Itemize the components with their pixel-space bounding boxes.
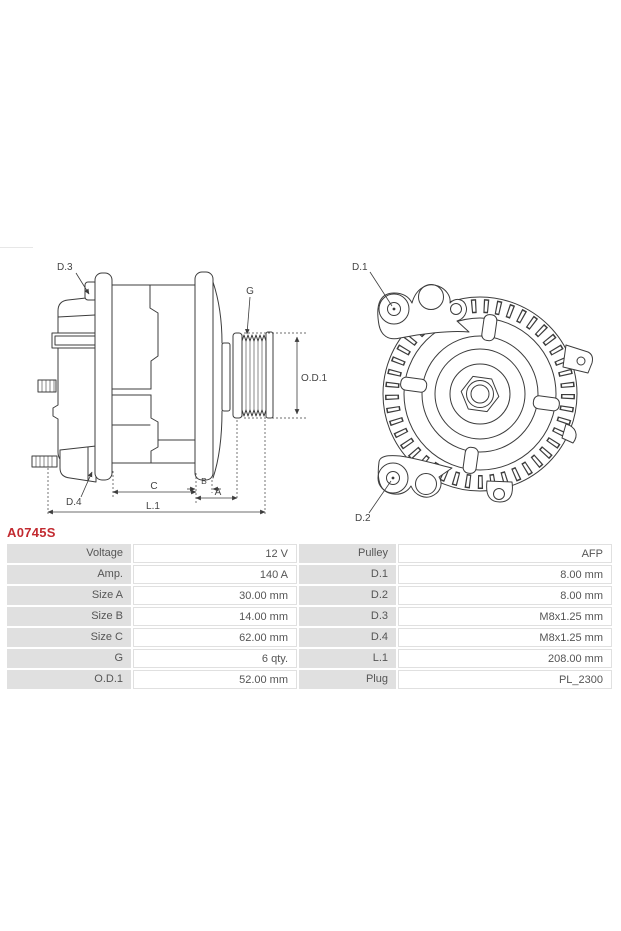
main-body <box>94 271 214 481</box>
pulley <box>232 331 274 419</box>
alternator-front-view: D.1 D.2 <box>352 262 593 524</box>
dim-label-d3: D.3 <box>57 262 73 273</box>
spec-value: 62.00 mm <box>133 628 297 647</box>
spec-row: Amp. 140 A D.1 8.00 mm <box>7 565 612 584</box>
spec-label: O.D.1 <box>7 670 131 689</box>
lower-plug <box>59 445 97 483</box>
spec-value: 140 A <box>133 565 297 584</box>
product-code[interactable]: A0745S <box>7 525 56 540</box>
fan-spokes <box>400 314 560 474</box>
vent-slot-ring <box>385 299 575 489</box>
dim-label-od1: O.D.1 <box>301 373 328 384</box>
dim-label-d1: D.1 <box>352 262 368 273</box>
spec-label: D.4 <box>299 628 396 647</box>
spec-label: Voltage <box>7 544 131 563</box>
spec-value: M8x1.25 mm <box>398 628 612 647</box>
dim-label-a: A <box>215 487 222 498</box>
shaft-nut <box>460 375 500 413</box>
spec-row: Size C 62.00 mm D.4 M8x1.25 mm <box>7 628 612 647</box>
dimension-lines <box>47 272 300 515</box>
spec-value: 12 V <box>133 544 297 563</box>
spec-label: Size A <box>7 586 131 605</box>
dim-label-d2: D.2 <box>355 513 371 524</box>
dim-label-g: G <box>246 286 254 297</box>
spec-row: Size B 14.00 mm D.3 M8x1.25 mm <box>7 607 612 626</box>
front-cone <box>212 281 231 479</box>
side-tab-right <box>562 344 593 374</box>
wire-stub <box>31 455 58 468</box>
spec-label: D.3 <box>299 607 396 626</box>
spec-label: D.1 <box>299 565 396 584</box>
spec-label: L.1 <box>299 649 396 668</box>
spec-row: O.D.1 52.00 mm Plug PL_2300 <box>7 670 612 689</box>
spec-row: Voltage 12 V Pulley AFP <box>7 544 612 563</box>
dim-label-b: B <box>201 476 207 486</box>
spec-row: G 6 qty. L.1 208.00 mm <box>7 649 612 668</box>
spec-table: Voltage 12 V Pulley AFP Amp. 140 A D.1 8… <box>7 544 612 691</box>
bump-lower-right <box>561 423 577 444</box>
spec-row: Size A 30.00 mm D.2 8.00 mm <box>7 586 612 605</box>
spec-label: Pulley <box>299 544 396 563</box>
front-leaders <box>368 271 396 514</box>
spec-label: Plug <box>299 670 396 689</box>
dim-label-c: C <box>150 481 157 492</box>
mount-lug-bottom <box>377 455 453 498</box>
spec-value: 8.00 mm <box>398 565 612 584</box>
spec-value: M8x1.25 mm <box>398 607 612 626</box>
mount-lug-top <box>377 284 470 340</box>
terminal-stud <box>37 379 57 393</box>
rear-housing <box>51 296 103 464</box>
stray-line <box>0 247 33 248</box>
spec-label: Size C <box>7 628 131 647</box>
spec-value: 208.00 mm <box>398 649 612 668</box>
spec-label: G <box>7 649 131 668</box>
spec-value: 8.00 mm <box>398 586 612 605</box>
spec-value: 6 qty. <box>133 649 297 668</box>
alternator-side-view: D.3 G O.D.1 D.4 C B A L.1 <box>31 262 328 515</box>
extension-lines <box>47 332 307 514</box>
spec-label: Amp. <box>7 565 131 584</box>
spec-value: PL_2300 <box>398 670 612 689</box>
spec-value: 14.00 mm <box>133 607 297 626</box>
spec-value: AFP <box>398 544 612 563</box>
dim-label-d4: D.4 <box>66 497 82 508</box>
bottom-tab <box>486 480 513 503</box>
technical-drawings: D.3 G O.D.1 D.4 C B A L.1 <box>31 262 593 524</box>
spec-label: Size B <box>7 607 131 626</box>
dim-label-l1: L.1 <box>146 501 160 512</box>
spec-value: 30.00 mm <box>133 586 297 605</box>
spec-label: D.2 <box>299 586 396 605</box>
spec-value: 52.00 mm <box>133 670 297 689</box>
